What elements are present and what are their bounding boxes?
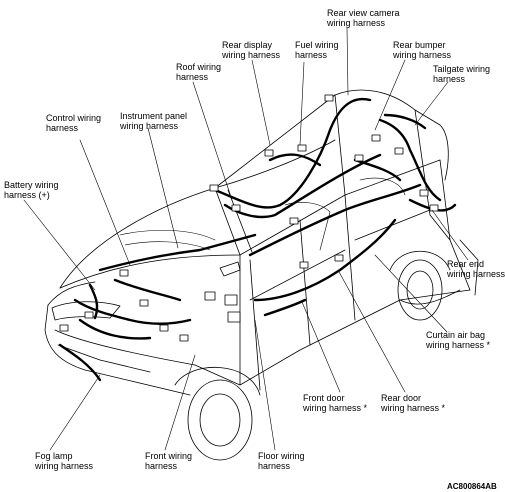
label-control: Control wiring harness: [46, 113, 101, 133]
label-rear-view-camera-line2: wiring harness: [327, 18, 386, 28]
label-rear-view-camera: Rear view camera wiring harness: [327, 8, 400, 28]
label-curtain-air-bag-line1: Curtain air bag: [426, 330, 486, 340]
label-floor: Floor wiring harness: [258, 451, 305, 471]
label-rear-bumper: Rear bumper wiring harness: [393, 40, 451, 60]
label-front-door-line1: Front door: [303, 393, 345, 403]
label-front: Front wiring harness: [145, 451, 192, 471]
label-front-door: Front door wiring harness *: [303, 393, 367, 413]
label-rear-bumper-line1: Rear bumper: [393, 40, 446, 50]
label-curtain-air-bag-line2: wiring harness *: [426, 340, 491, 350]
label-rear-display-line2: wiring harness: [222, 50, 281, 60]
label-instrument-panel: Instrument panel wiring harness: [120, 111, 187, 131]
label-tailgate: Tailgate wiring harness: [433, 64, 490, 84]
label-battery-line1: Battery wiring: [4, 180, 59, 190]
label-instrument-panel-line2: wiring harness: [120, 121, 179, 131]
label-battery: Battery wiring harness (+): [4, 180, 59, 200]
label-fuel: Fuel wiring harness: [295, 40, 339, 60]
label-front-door-line2: wiring harness *: [303, 403, 368, 413]
label-fog-lamp-line1: Fog lamp: [35, 451, 73, 461]
label-tailgate-line1: Tailgate wiring: [433, 64, 491, 74]
label-rear-display-line1: Rear display: [222, 40, 273, 50]
figure-code: AC800864AB: [447, 482, 497, 491]
label-front-line2: harness: [145, 461, 178, 471]
car-body: [44, 89, 479, 396]
label-rear-display: Rear display wiring harness: [222, 40, 280, 60]
label-floor-line1: Floor wiring: [258, 451, 305, 461]
label-control-line2: harness: [46, 123, 79, 133]
label-rear-door-line2: wiring harness *: [381, 403, 446, 413]
leader-lines: [23, 27, 469, 451]
label-tailgate-line2: harness: [433, 74, 466, 84]
label-roof-line2: harness: [176, 72, 209, 82]
label-rear-end-line1: Rear end: [447, 259, 485, 269]
label-floor-line2: harness: [258, 461, 291, 471]
label-curtain-air-bag: Curtain air bag wiring harness *: [426, 330, 490, 350]
label-fog-lamp: Fog lamp wiring harness: [35, 451, 93, 471]
label-front-line1: Front wiring: [145, 451, 193, 461]
label-rear-view-camera-line1: Rear view camera: [327, 8, 400, 18]
label-rear-end: Rear end wiring harness: [447, 259, 505, 279]
label-fuel-line2: harness: [295, 50, 328, 60]
label-rear-bumper-line2: wiring harness: [393, 50, 452, 60]
front-wheel: [174, 367, 261, 461]
label-fuel-line1: Fuel wiring: [295, 40, 339, 50]
rear-wheel: [389, 250, 451, 321]
connectors: [59, 94, 439, 342]
label-control-line1: Control wiring: [46, 113, 102, 123]
label-instrument-panel-line1: Instrument panel: [120, 111, 188, 121]
label-rear-door: Rear door wiring harness *: [381, 393, 445, 413]
label-roof: Roof wiring harness: [176, 62, 221, 82]
label-fog-lamp-line2: wiring harness: [35, 461, 94, 471]
label-rear-end-line2: wiring harness: [447, 269, 505, 279]
label-rear-door-line1: Rear door: [381, 393, 422, 403]
label-roof-line1: Roof wiring: [176, 62, 222, 72]
label-battery-line2: harness (+): [4, 190, 50, 200]
